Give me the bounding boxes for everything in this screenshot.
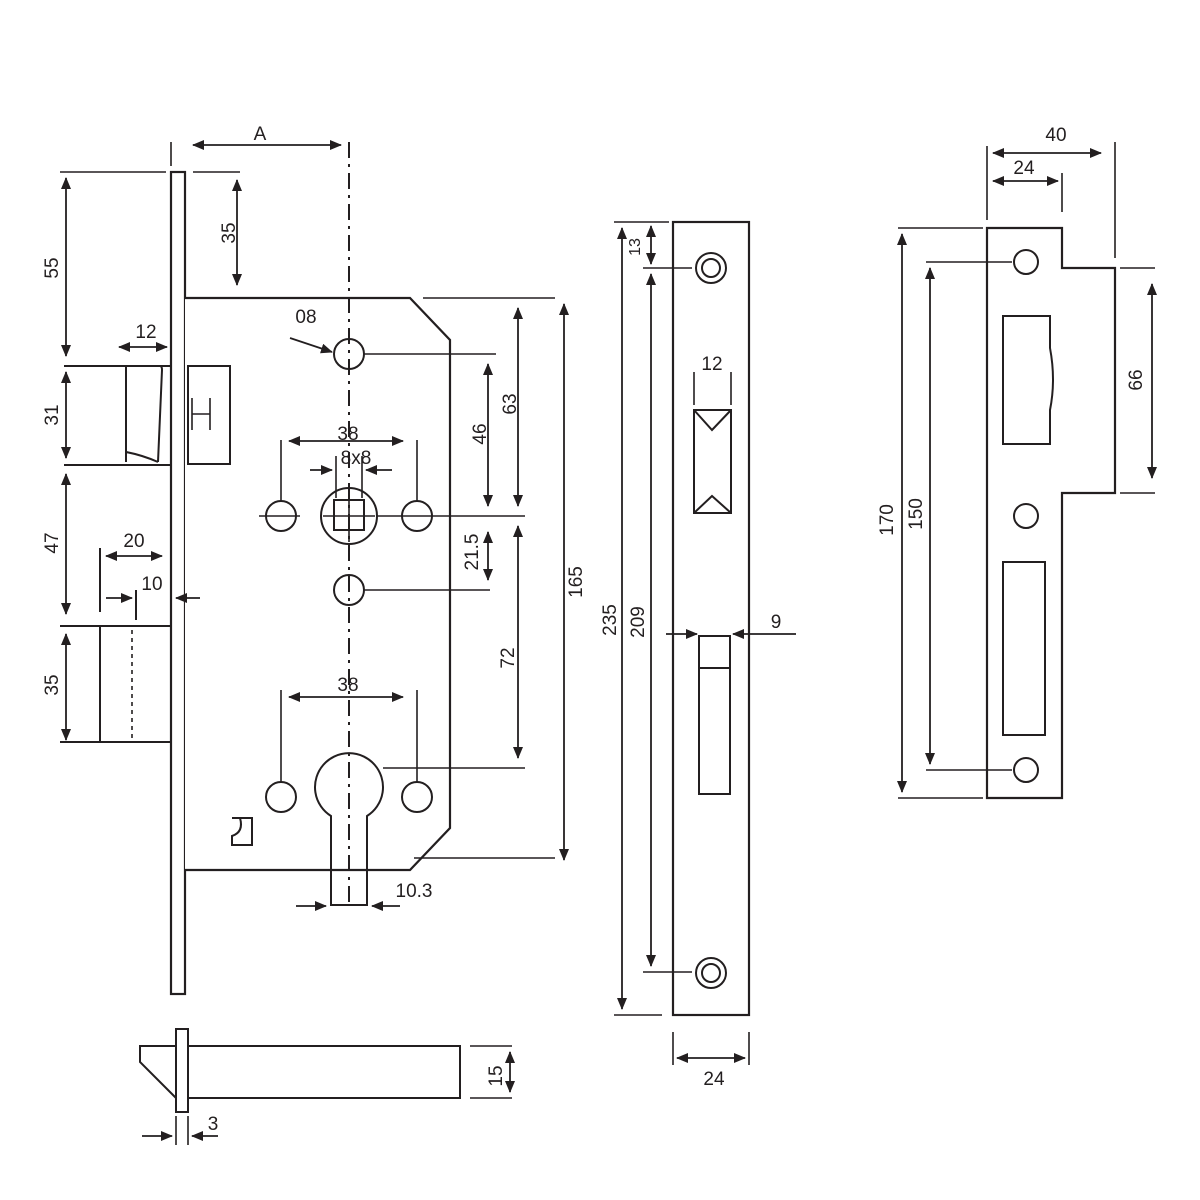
dim-cylinder-width: 10.3 xyxy=(396,881,433,902)
dim-strike-overall-height: 170 xyxy=(877,504,898,536)
dim-latch-to-deadbolt: 47 xyxy=(42,532,63,553)
dim-faceplate-width: 24 xyxy=(703,1069,725,1090)
dim-latch-to-spindle: 46 xyxy=(470,423,491,444)
dim-bolt-height: 15 xyxy=(486,1065,507,1086)
dim-deadbolt-offset: 10 xyxy=(141,574,162,595)
dim-deadbolt-throw: 20 xyxy=(123,531,144,552)
strike-plate: 40 24 170 150 66 xyxy=(877,125,1157,800)
lock-forend xyxy=(169,170,187,996)
dim-screw-spacing: 209 xyxy=(628,606,649,638)
latch-bolt xyxy=(64,365,231,466)
dim-screw-offset: 13 xyxy=(627,238,644,256)
mortise-lock: A 55 35 12 31 08 38 8x8 46 63 47 20 10 3… xyxy=(42,124,587,996)
dim-strike-overall-width: 40 xyxy=(1045,125,1066,146)
backset-label: A xyxy=(254,124,267,145)
dim-strike-plate-width: 24 xyxy=(1013,158,1035,179)
dim-spindle-square: 8x8 xyxy=(341,448,372,469)
dim-spindle-to-cylinder: 72 xyxy=(498,647,519,668)
dim-overall-length: 235 xyxy=(600,604,621,636)
dim-cylinder-spacing: 38 xyxy=(337,675,358,696)
mortise-extension-lines xyxy=(60,142,555,859)
dim-case-top-to-spindle: 63 xyxy=(500,393,521,414)
dim-bolt-width: 9 xyxy=(771,612,782,633)
dim-latch-height: 31 xyxy=(42,404,63,425)
dim-bolt-flange: 3 xyxy=(208,1114,219,1135)
dim-spindle-spacing: 38 xyxy=(337,424,358,445)
dim-case-height: 165 xyxy=(566,566,587,598)
faceplate: 13 12 235 209 9 24 xyxy=(600,220,796,1090)
dim-latch-slot-width: 12 xyxy=(701,354,722,375)
dim-forend-top: 55 xyxy=(42,257,63,278)
dim-handle-hole: 08 xyxy=(295,307,316,328)
dim-spindle-to-hole: 21.5 xyxy=(462,534,483,571)
dim-strike-screw-spacing: 150 xyxy=(906,498,927,530)
case-notch xyxy=(231,817,253,846)
dead-bolt xyxy=(60,548,172,743)
dim-top-to-case: 35 xyxy=(219,222,240,243)
mortise-dimension-lines xyxy=(61,140,569,911)
dim-strike-lip-height: 66 xyxy=(1126,369,1147,390)
dim-deadbolt-height: 35 xyxy=(42,674,63,695)
dim-latch-projection: 12 xyxy=(135,322,156,343)
bolt-side-view: 15 3 xyxy=(139,1028,515,1145)
